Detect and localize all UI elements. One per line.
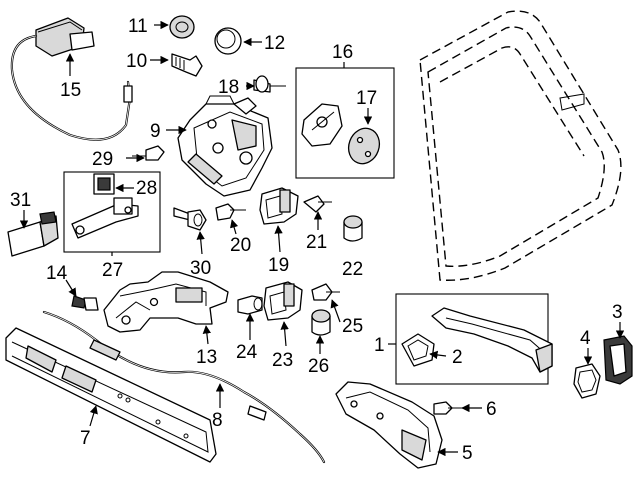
callout-30: 30 — [190, 258, 211, 279]
callout-17: 17 — [356, 88, 377, 109]
callout-6: 6 — [486, 399, 497, 420]
callout-labels: 11 12 10 18 15 16 17 9 29 28 31 27 30 20… — [10, 16, 623, 464]
part-11-grommet — [169, 15, 195, 39]
callout-20: 20 — [230, 235, 251, 256]
callout-13: 13 — [196, 347, 217, 368]
callout-21: 21 — [306, 232, 327, 253]
callout-3: 3 — [612, 302, 623, 323]
part-2-gasket — [401, 333, 435, 367]
part-8-cable — [42, 310, 326, 464]
callout-8: 8 — [212, 410, 223, 431]
part-4-gasket — [573, 363, 601, 399]
part-25-bolt — [311, 283, 340, 301]
part-1-group-box — [395, 293, 549, 385]
callout-28: 28 — [136, 178, 157, 199]
callout-1: 1 — [374, 335, 385, 356]
part-1-outside-handle — [431, 307, 553, 373]
callout-7: 7 — [80, 428, 91, 449]
part-16-group-box — [295, 67, 395, 179]
part-22-bumper — [343, 215, 363, 242]
part-27-group-box — [63, 171, 161, 253]
callout-29: 29 — [92, 149, 113, 170]
part-15-cable-actuator — [10, 17, 133, 141]
callout-5: 5 — [462, 443, 473, 464]
door-outline — [419, 10, 622, 281]
callout-12: 12 — [264, 33, 285, 54]
callout-2: 2 — [452, 347, 463, 368]
callout-24: 24 — [236, 342, 258, 363]
part-24-bolt — [237, 295, 263, 315]
part-9-door-latch — [177, 95, 273, 197]
part-20-bolt — [215, 203, 246, 221]
part-12-plug — [214, 27, 242, 55]
callout-22: 22 — [342, 259, 363, 280]
part-23-hinge — [263, 281, 303, 321]
callout-31: 31 — [10, 190, 31, 211]
callout-19: 19 — [268, 255, 289, 276]
callout-27: 27 — [102, 260, 123, 281]
part-26-bumper — [311, 309, 331, 336]
part-5-handle-carrier — [335, 381, 443, 469]
part-19-hinge — [259, 187, 299, 225]
part-31-switch — [7, 211, 59, 257]
callout-18: 18 — [218, 77, 239, 98]
callout-26: 26 — [308, 356, 329, 377]
callout-11: 11 — [128, 16, 148, 37]
callout-23: 23 — [272, 350, 293, 371]
callout-16: 16 — [332, 42, 353, 63]
part-13-bracket — [103, 271, 229, 333]
callout-9: 9 — [150, 121, 161, 142]
part-10-bolt — [171, 53, 203, 77]
part-7-trim-panel — [5, 327, 217, 463]
part-18-screw — [253, 75, 286, 93]
callout-14: 14 — [46, 263, 68, 284]
callout-15: 15 — [60, 80, 81, 101]
callout-25: 25 — [342, 316, 363, 337]
callout-10: 10 — [126, 51, 147, 72]
part-17-cover — [347, 127, 381, 165]
part-3-cap — [603, 335, 633, 385]
callout-4: 4 — [580, 328, 591, 349]
part-14-screw — [71, 295, 99, 311]
part-30-bolt — [173, 207, 207, 231]
part-28-pad — [93, 173, 115, 195]
part-21-bolt — [303, 195, 332, 213]
leader-lines — [19, 20, 625, 457]
part-6-bolt — [433, 401, 462, 415]
